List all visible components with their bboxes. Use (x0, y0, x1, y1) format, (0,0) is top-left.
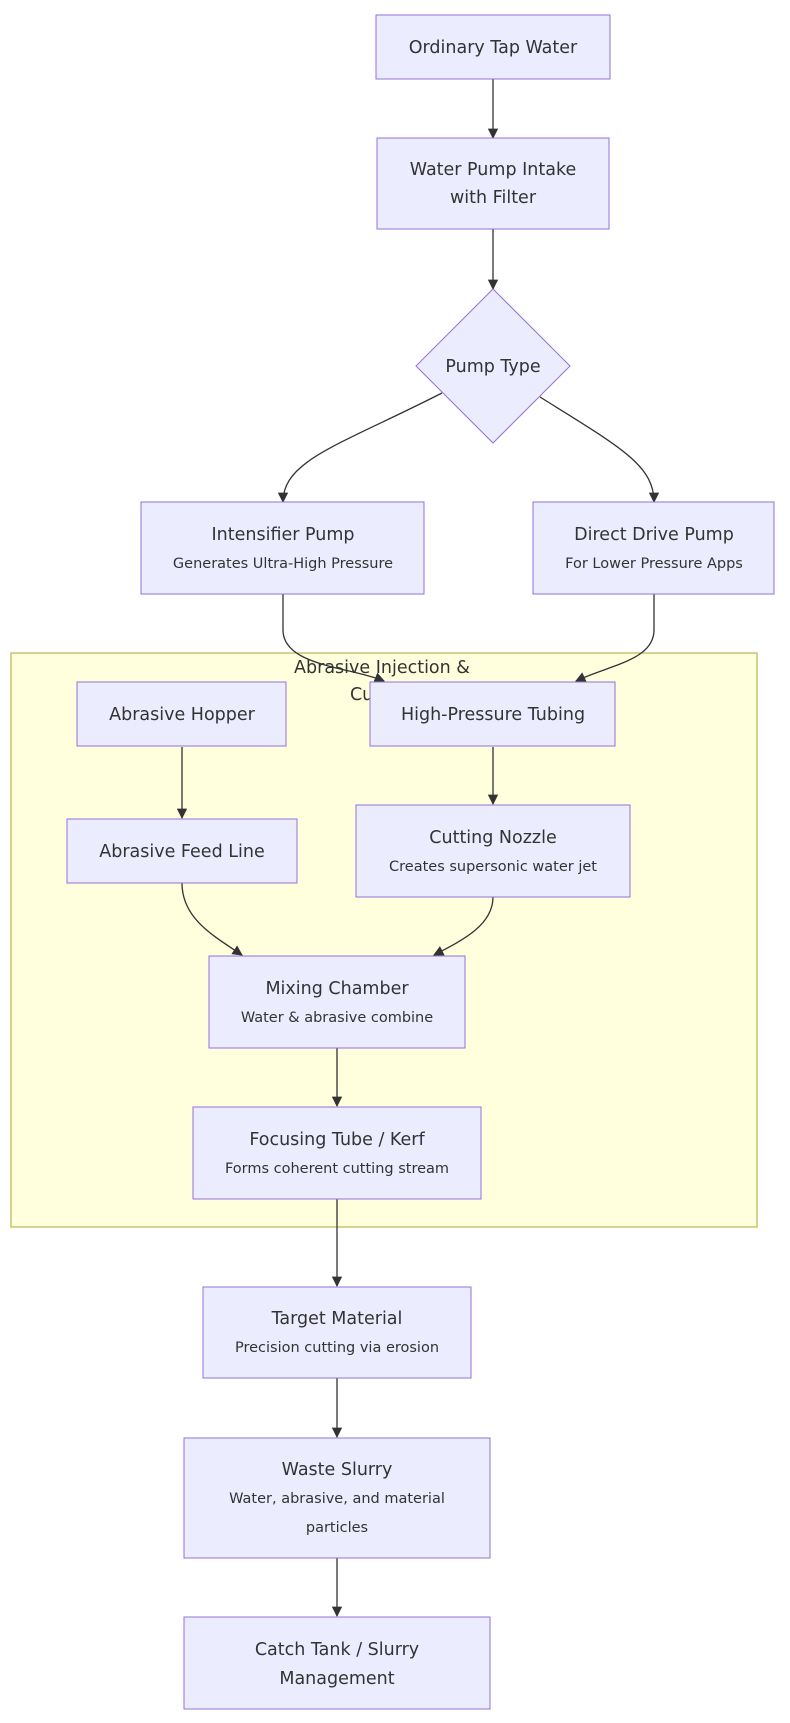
node-intensifier-pump-title: Intensifier Pump (212, 525, 355, 545)
node-target-material-subtitle: Precision cutting via erosion (235, 1340, 439, 1356)
node-waste-slurry-title: Waste Slurry (282, 1460, 393, 1480)
node-pump-intake[interactable]: Water Pump Intake with Filter (376, 137, 610, 230)
node-mixing-chamber[interactable]: Mixing Chamber Water & abrasive combine (208, 955, 466, 1049)
edge-pump-type-to-intensifier (277, 392, 443, 504)
edge-direct-drive-to-tubing (575, 594, 655, 682)
node-pump-type[interactable]: Pump Type (415, 288, 571, 444)
cluster-title-line-1: Abrasive Injection & (294, 658, 470, 678)
node-waste-slurry-subtitle-line-2: particles (306, 1520, 368, 1536)
edge-intensifier-to-tubing (282, 594, 385, 683)
node-abrasive-feed-line[interactable]: Abrasive Feed Line (66, 818, 298, 884)
node-waste-slurry-subtitle-line-1: Water, abrasive, and material (229, 1491, 445, 1507)
node-catch-tank-title-line-1: Catch Tank / Slurry (255, 1640, 419, 1660)
node-mixing-chamber-title: Mixing Chamber (265, 979, 409, 999)
node-pump-intake-title-line-1: Water Pump Intake (410, 160, 576, 180)
edges (176, 79, 660, 1618)
node-pump-type-title: Pump Type (445, 357, 540, 377)
node-high-pressure-tubing[interactable]: High-Pressure Tubing (369, 681, 616, 747)
node-abrasive-hopper[interactable]: Abrasive Hopper (76, 681, 287, 747)
node-tap-water-title: Ordinary Tap Water (409, 38, 578, 58)
node-high-pressure-tubing-title: High-Pressure Tubing (401, 705, 585, 725)
node-cutting-nozzle-subtitle: Creates supersonic water jet (389, 859, 597, 875)
node-catch-tank-title-line-2: Management (279, 1669, 394, 1689)
node-direct-drive-pump[interactable]: Direct Drive Pump For Lower Pressure App… (532, 501, 775, 595)
node-focusing-tube-subtitle: Forms coherent cutting stream (225, 1161, 449, 1177)
node-abrasive-feed-line-title: Abrasive Feed Line (99, 842, 264, 862)
node-target-material-title: Target Material (271, 1309, 403, 1329)
edge-nozzle-to-mixing (433, 896, 494, 956)
node-direct-drive-pump-subtitle: For Lower Pressure Apps (565, 556, 743, 572)
node-waste-slurry[interactable]: Waste Slurry Water, abrasive, and materi… (183, 1437, 491, 1559)
node-abrasive-hopper-title: Abrasive Hopper (109, 705, 256, 725)
node-catch-tank[interactable]: Catch Tank / Slurry Management (183, 1616, 491, 1710)
node-cutting-nozzle[interactable]: Cutting Nozzle Creates supersonic water … (355, 804, 631, 898)
node-target-material[interactable]: Target Material Precision cutting via er… (202, 1286, 472, 1379)
node-mixing-chamber-subtitle: Water & abrasive combine (241, 1010, 433, 1026)
node-pump-intake-title-line-2: with Filter (450, 188, 537, 208)
edge-pump-type-to-direct-drive (539, 396, 660, 504)
node-intensifier-pump[interactable]: Intensifier Pump Generates Ultra-High Pr… (140, 501, 425, 595)
node-cutting-nozzle-title: Cutting Nozzle (429, 828, 556, 848)
node-focusing-tube-title: Focusing Tube / Kerf (249, 1130, 425, 1150)
node-direct-drive-pump-title: Direct Drive Pump (574, 525, 734, 545)
node-tap-water[interactable]: Ordinary Tap Water (375, 14, 611, 80)
node-focusing-tube[interactable]: Focusing Tube / Kerf Forms coherent cutt… (192, 1106, 482, 1200)
edge-feed-line-to-mixing (181, 882, 243, 956)
node-intensifier-pump-subtitle: Generates Ultra-High Pressure (173, 556, 393, 572)
